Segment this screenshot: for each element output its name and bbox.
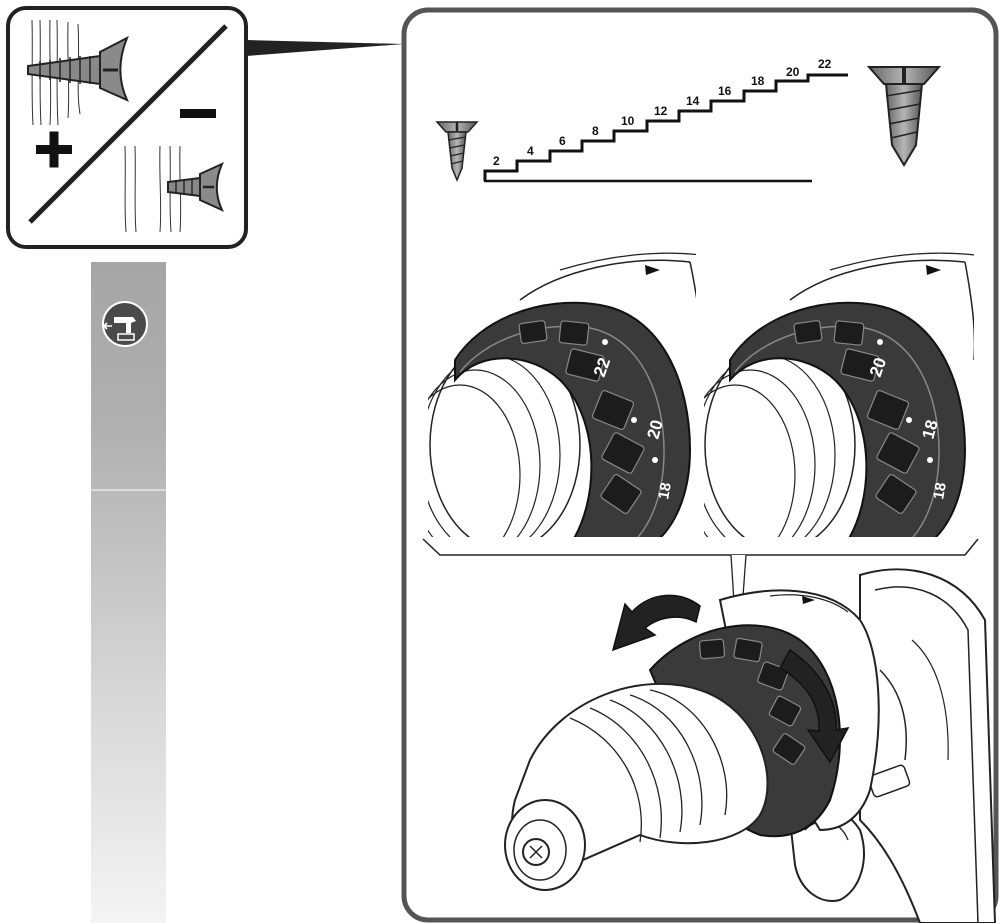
dial-number: 18 (919, 418, 942, 441)
torque-legend (6, 6, 248, 249)
rotate-arrow-left-icon (611, 594, 701, 652)
large-screw-icon (866, 66, 942, 167)
legend-diagonal (28, 24, 228, 224)
dial-number: 20 (644, 418, 667, 441)
minus-sign (180, 109, 216, 118)
step-label: 12 (654, 104, 668, 118)
housing-arrow-icon (926, 265, 941, 275)
step-label: 20 (786, 65, 800, 79)
step-label: 22 (818, 57, 832, 71)
closeup-bracket (422, 538, 979, 556)
housing-arrow-icon (645, 265, 660, 275)
torque-staircase (483, 73, 848, 181)
drill-illustration (504, 568, 997, 923)
drill-battery-icon (102, 301, 148, 347)
sidebar-bar (91, 262, 166, 923)
dial-closeup-right: 20 18 18 (704, 252, 974, 537)
step-label: 14 (686, 94, 700, 108)
dial-closeup-left: 22 20 18 (428, 252, 696, 537)
step-label: 4 (527, 144, 534, 158)
housing-arrow-icon (802, 596, 815, 604)
screw-shallow-icon (167, 162, 225, 213)
step-label: 10 (621, 114, 635, 128)
torque-scale: 2 4 6 8 10 12 14 16 18 20 22 (435, 57, 942, 183)
step-label: 16 (718, 84, 732, 98)
step-label: 18 (751, 74, 765, 88)
plus-sign (36, 131, 72, 168)
dial-number: 18 (930, 481, 950, 500)
callout-pointer (246, 40, 404, 56)
sidebar (91, 262, 166, 923)
step-label: 8 (592, 124, 599, 138)
step-label: 6 (559, 134, 566, 148)
small-screw-icon (435, 121, 479, 182)
step-label: 2 (493, 154, 500, 168)
rotate-arrow-right-icon (778, 648, 850, 764)
screw-deep-icon (27, 35, 129, 102)
main-panel-frame (401, 7, 999, 923)
dial-number: 18 (655, 481, 675, 500)
